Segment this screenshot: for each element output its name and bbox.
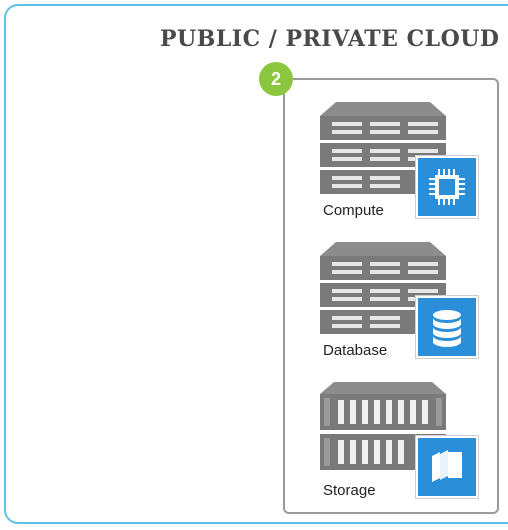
database-label: Database <box>323 342 388 359</box>
compute-service: Compute <box>318 92 478 222</box>
storage-service: Storage <box>318 372 478 502</box>
storage-array-icon <box>320 382 446 470</box>
server-rack-icon <box>320 242 446 334</box>
database-service: Database <box>318 232 478 362</box>
outer-frame <box>4 4 508 524</box>
compute-label: Compute <box>323 202 384 219</box>
database-icon <box>416 296 478 358</box>
server-rack-icon <box>320 102 446 194</box>
diagram-title: PUBLIC / PRIVATE CLOUD <box>160 26 500 52</box>
cpu-chip-icon <box>416 156 478 218</box>
storage-label: Storage <box>323 482 376 499</box>
step-badge: 2 <box>259 62 293 96</box>
storage-folders-icon <box>416 436 478 498</box>
